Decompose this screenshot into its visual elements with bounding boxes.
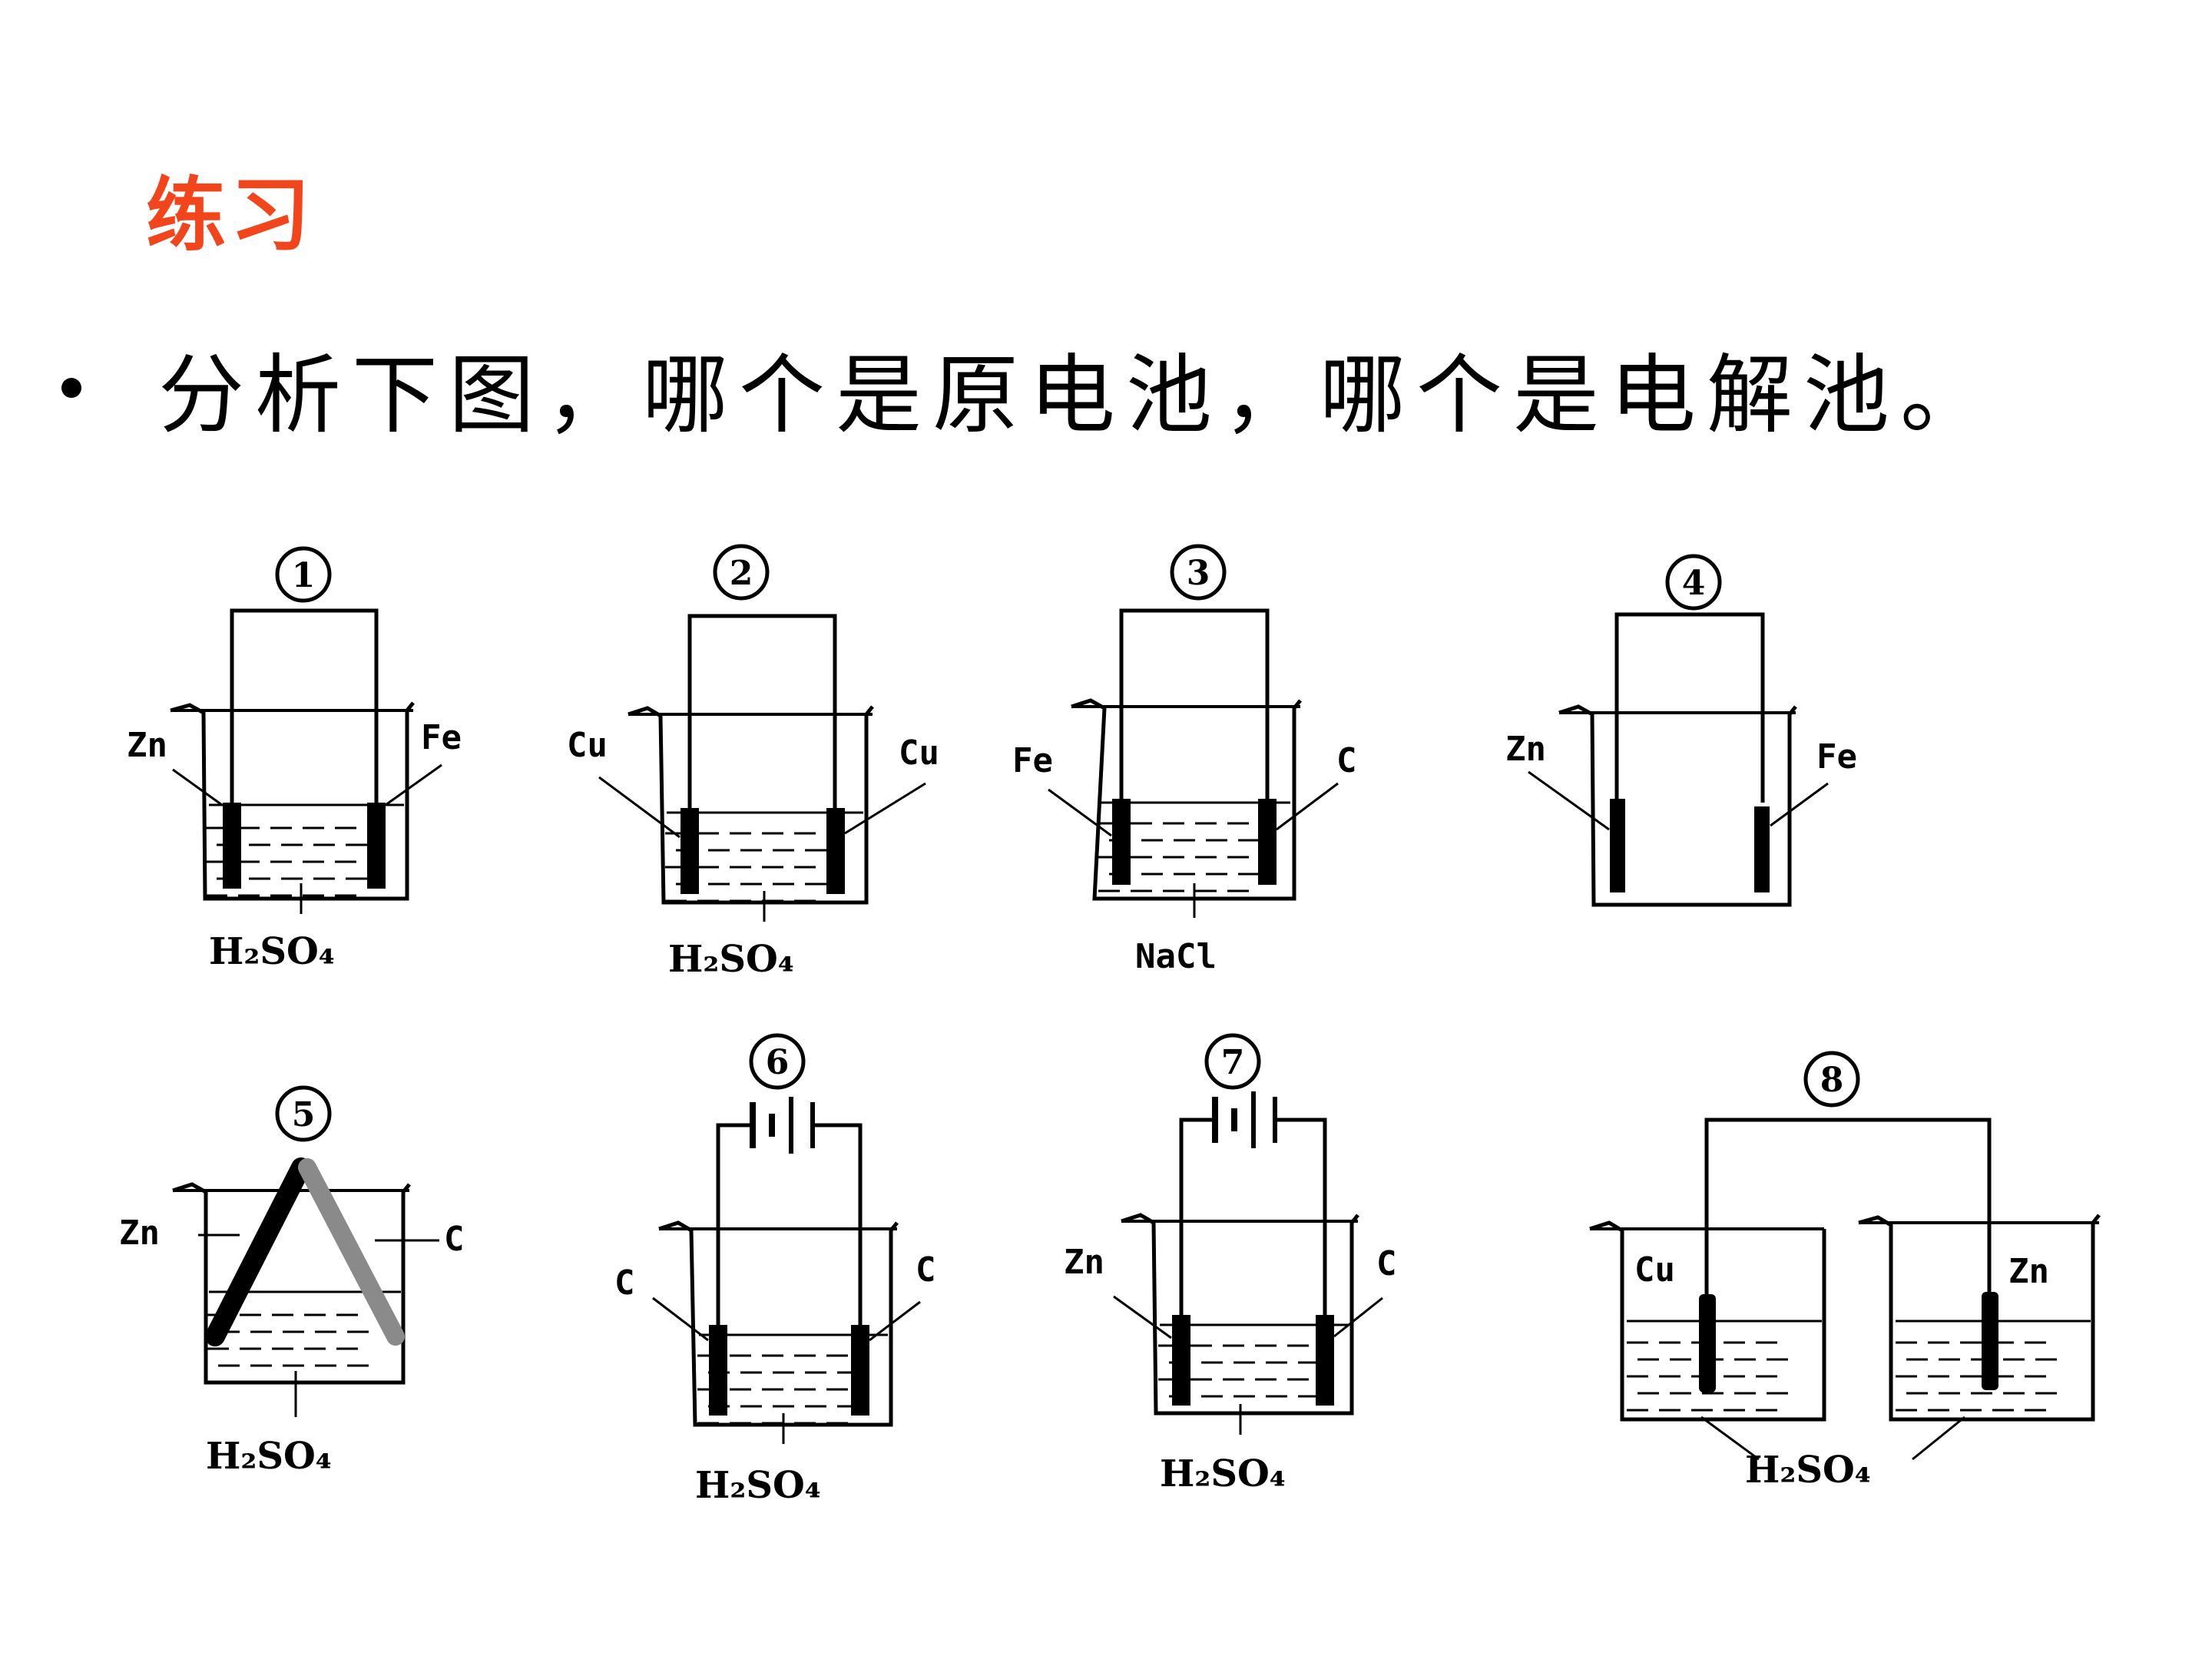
cell-5-right-electrode [298, 1158, 405, 1346]
cell-6-left-electrode [709, 1325, 727, 1416]
cell-2-left-label: Cu [567, 726, 608, 765]
cell-3-left-electrode [1112, 799, 1131, 885]
cell-7-right-electrode [1316, 1315, 1334, 1406]
cell-8-number: 8 [1820, 1061, 1844, 1100]
cell-1-solution-label: H₂SO₄ [209, 930, 335, 973]
cell-4-right-label: Fe [1816, 737, 1857, 777]
cell-8-right-label: Zn [2008, 1252, 2049, 1291]
cell-5-left-label: Zn [119, 1214, 160, 1253]
cell-1-right-label: Fe [421, 718, 462, 757]
bullet-dot [61, 378, 81, 398]
cell-7-number: 7 [1221, 1043, 1245, 1082]
cell-6-right-electrode [851, 1325, 869, 1416]
cell-1: 1 Zn Fe H₂SO₄ [127, 546, 462, 973]
cell-7-left-label: Zn [1064, 1243, 1104, 1282]
cell-7-right-label: C [1376, 1244, 1397, 1283]
question-bullet: 分析下图，哪个是原电池，哪个是电解池。 [61, 330, 1997, 445]
cell-5-right-label: C [444, 1220, 465, 1259]
cell-3-right-label: C [1336, 741, 1357, 780]
cell-2-left-electrode [680, 808, 699, 894]
cell-4-number: 4 [1682, 564, 1706, 603]
cell-4-left-label: Zn [1505, 730, 1546, 769]
cell-2-number: 2 [730, 554, 753, 593]
question-text: 分析下图，哪个是原电池，哪个是电解池。 [158, 346, 1997, 445]
cell-8-left-label: Cu [1634, 1250, 1675, 1290]
cell-6-left-label: C [614, 1263, 635, 1303]
cell-2-right-label: Cu [899, 733, 939, 773]
cell-6: 6 C C H₂SO₄ [614, 1033, 936, 1507]
cell-3-left-label: Fe [1012, 741, 1053, 780]
cell-7-left-electrode [1172, 1315, 1190, 1406]
cell-7-solution-label: H₂SO₄ [1160, 1452, 1286, 1495]
cell-1-right-electrode [367, 803, 386, 889]
cell-7-battery [1212, 1091, 1277, 1148]
cell-4-right-electrode [1754, 806, 1770, 892]
cell-4-left-electrode [1610, 799, 1625, 892]
cell-1-left-electrode [223, 803, 241, 889]
cell-8-left-electrode [1699, 1294, 1716, 1392]
slide-title: 练习 [146, 168, 316, 262]
cell-3: 3 Fe C NaCl [1012, 544, 1357, 976]
cell-7: 7 Zn C H₂SO₄ [1064, 1033, 1397, 1495]
cell-3-right-electrode [1258, 799, 1277, 885]
cell-8: 8 Cu Zn H₂SO₄ [1589, 1051, 2101, 1492]
cell-5: 5 Zn C H₂SO₄ [119, 1085, 465, 1478]
cell-1-left-label: Zn [127, 726, 167, 765]
cell-8-right-electrode [1982, 1292, 1998, 1390]
cell-5-solution-label: H₂SO₄ [206, 1435, 332, 1478]
cell-2: 2 Cu Cu H₂SO₄ [567, 544, 939, 981]
cell-1-number: 1 [292, 556, 316, 595]
cell-6-battery [750, 1097, 815, 1154]
cell-2-right-electrode [826, 808, 845, 894]
cell-6-number: 6 [766, 1043, 790, 1082]
cell-3-solution-label: NaCl [1135, 937, 1217, 976]
cell-6-solution-label: H₂SO₄ [695, 1464, 821, 1507]
cell-4: 4 Zn Fe [1505, 554, 1857, 907]
cell-5-number: 5 [292, 1095, 316, 1134]
cell-6-right-label: C [916, 1250, 936, 1290]
cell-8-solution-label: H₂SO₄ [1745, 1449, 1871, 1492]
cell-5-left-electrode [205, 1157, 311, 1346]
cell-2-solution-label: H₂SO₄ [668, 938, 794, 981]
cell-3-number: 3 [1187, 554, 1210, 593]
